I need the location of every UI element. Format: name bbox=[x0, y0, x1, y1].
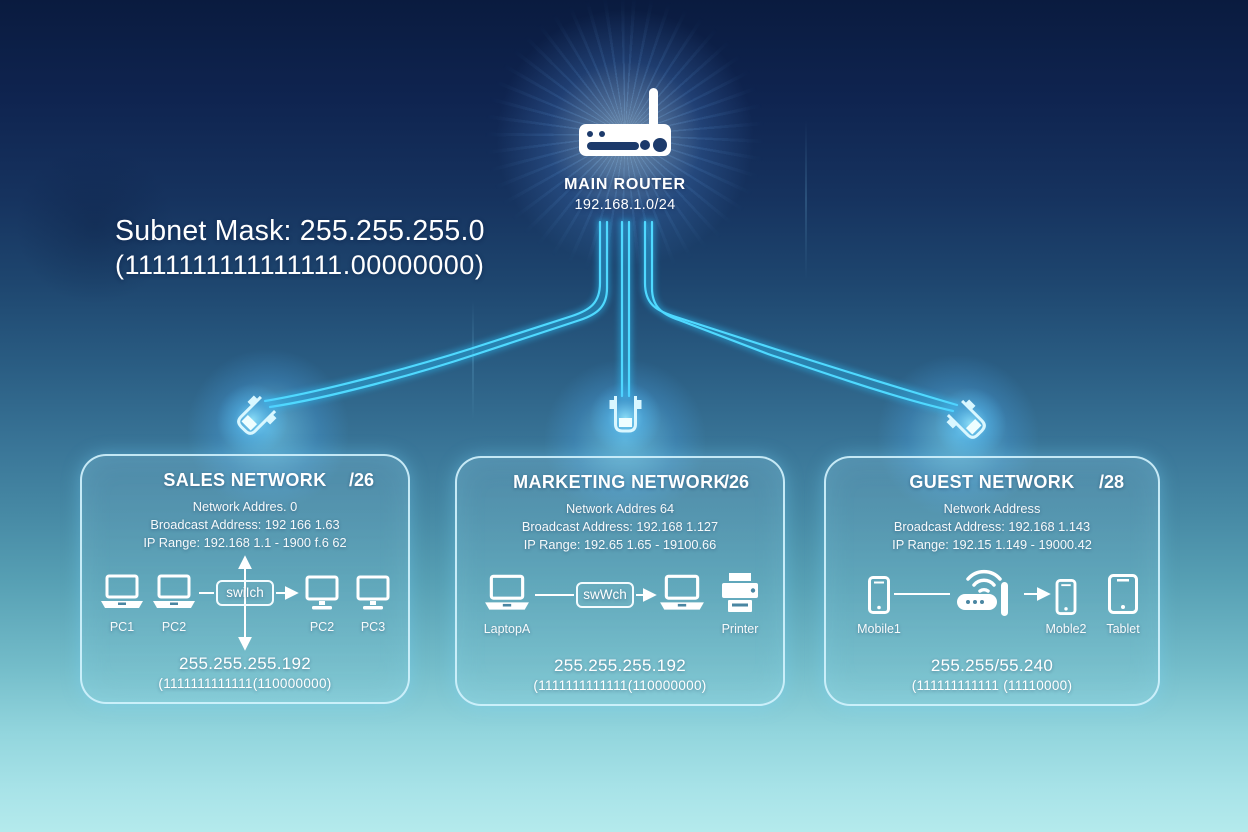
background-streak bbox=[472, 300, 474, 420]
cable-connector-marketing bbox=[589, 382, 662, 454]
network-address-line: Network Addres 64 bbox=[565, 501, 675, 516]
switch-box: swWch bbox=[576, 582, 634, 608]
marketing-connection-lines bbox=[535, 588, 657, 602]
device-label: PC1 bbox=[109, 620, 135, 634]
marketing-details: Network Addres 64 Broadcast Address: 192… bbox=[457, 500, 783, 554]
ip-range-line: IP Range: 192.65 1.65 - 19100.66 bbox=[523, 537, 717, 552]
broadcast-address-line: Broadcast Address: 192.168 1.127 bbox=[521, 519, 719, 534]
network-name: SALES NETWORK bbox=[163, 470, 327, 490]
guest-devices: Mobile1 Moble2 Tablet bbox=[826, 570, 1158, 662]
network-name: MARKETING NETWORK bbox=[513, 472, 727, 492]
marketing-devices: swWch LaptopA Printer bbox=[457, 570, 783, 662]
main-router-icon bbox=[579, 88, 671, 156]
sales-title-row: SALES NETWORK /26 bbox=[82, 470, 408, 491]
subnet-mask-value: 255.255.255.192 bbox=[178, 654, 312, 673]
main-router-ip: 192.168.1.0/24 bbox=[574, 197, 676, 213]
subnet-mask-value: 255.255/55.240 bbox=[930, 656, 1054, 675]
subnet-mask-text: Subnet Mask: 255.255.255.0 bbox=[115, 215, 485, 247]
network-cidr: /26 bbox=[348, 470, 374, 490]
main-router-label: MAIN ROUTER bbox=[564, 176, 686, 193]
guest-connection-lines bbox=[894, 587, 1051, 601]
network-cidr: /28 bbox=[1098, 472, 1124, 492]
broadcast-address-line: Broadcast Address: 192 166 1.63 bbox=[150, 517, 340, 532]
sales-network-panel: SALES NETWORK /26 Network Addres. 0 Broa… bbox=[80, 454, 410, 704]
broadcast-address-line: Broadcast Address: 192.168 1.143 bbox=[893, 519, 1091, 534]
subnet-mask-binary: (1111111111111(110000000) bbox=[533, 678, 707, 693]
monitor-icon bbox=[301, 575, 343, 612]
laptop-icon bbox=[658, 574, 706, 614]
switch-box: swiIch bbox=[216, 580, 274, 606]
tablet-icon bbox=[1108, 574, 1138, 614]
network-cidr: /26 bbox=[723, 472, 749, 492]
main-router-labels: MAIN ROUTER 192.168.1.0/24 bbox=[500, 176, 750, 213]
subnet-mask-value: 255.255.255.192 bbox=[553, 656, 687, 675]
laptop-icon bbox=[483, 574, 531, 614]
printer-icon bbox=[718, 572, 762, 614]
device-label: PC2 bbox=[161, 620, 187, 634]
device-label: Mobile1 bbox=[857, 622, 901, 636]
subnet-mask-title: Subnet Mask: 255.255.255.0 (111111111111… bbox=[115, 214, 485, 282]
wireless-access-point-icon bbox=[954, 560, 1016, 616]
smartphone-icon bbox=[868, 576, 890, 614]
network-address-line: Network Addres. 0 bbox=[192, 499, 298, 514]
marketing-network-panel: MARKETING NETWORK /26 Network Addres 64 … bbox=[455, 456, 785, 706]
smartphone-icon bbox=[1055, 579, 1077, 615]
device-label: Moble2 bbox=[1045, 622, 1087, 636]
ip-range-line: IP Range: 192.15 1.149 - 19000.42 bbox=[892, 537, 1092, 552]
background-streak bbox=[805, 120, 807, 280]
sales-connection-lines bbox=[199, 555, 299, 651]
marketing-title-row: MARKETING NETWORK /26 bbox=[457, 472, 783, 493]
ip-range-line: IP Range: 192.168 1.1 - 1900 f.6 62 bbox=[143, 535, 347, 550]
guest-network-panel: GUEST NETWORK /28 Network Address Broadc… bbox=[824, 456, 1160, 706]
device-label: PC3 bbox=[360, 620, 386, 634]
network-address-line: Network Address bbox=[943, 501, 1041, 516]
monitor-icon bbox=[352, 575, 394, 612]
guest-title-row: GUEST NETWORK /28 bbox=[826, 472, 1158, 493]
background-bokeh bbox=[15, 145, 175, 305]
device-label: PC2 bbox=[309, 620, 335, 634]
device-label: Tablet bbox=[1106, 622, 1140, 636]
laptop-icon bbox=[151, 574, 197, 612]
subnet-mask-binary: (111111111111 (11110000) bbox=[911, 678, 1073, 693]
sales-details: Network Addres. 0 Broadcast Address: 192… bbox=[82, 498, 408, 552]
subnet-mask-binary: (1111111111111111.00000000) bbox=[115, 250, 485, 280]
subnet-mask-binary: (1111111111111(110000000) bbox=[158, 676, 332, 691]
sales-devices: swiIch PC1 PC2 PC2 PC3 bbox=[82, 555, 408, 660]
device-label: LaptopA bbox=[483, 622, 531, 636]
laptop-icon bbox=[99, 574, 145, 612]
network-name: GUEST NETWORK bbox=[909, 472, 1075, 492]
guest-details: Network Address Broadcast Address: 192.1… bbox=[826, 500, 1158, 554]
device-label: Printer bbox=[721, 622, 759, 636]
